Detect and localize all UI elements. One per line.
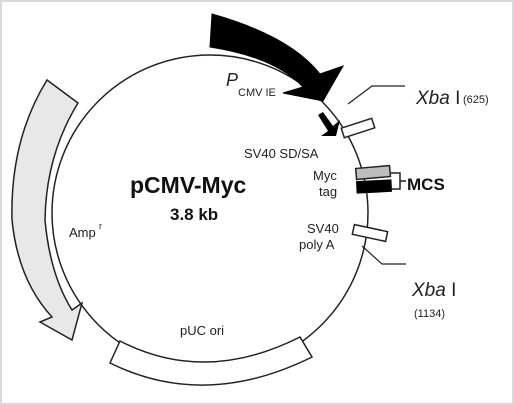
puc-ori-label: pUC ori	[180, 323, 224, 338]
xba-625-label-italic: Xba	[415, 88, 450, 109]
puc-ori-segment	[109, 336, 314, 386]
sv40-sdsa-marker	[318, 112, 340, 136]
xba-625-leader	[347, 85, 405, 105]
sv40-polya-label-line1: SV40	[307, 221, 339, 236]
sv40-polya-label-line2: poly A	[299, 237, 335, 252]
xba-625-label: Xba I	[415, 88, 460, 109]
xba-625-position: (625)	[463, 94, 489, 106]
xba-1134-label-roman: I	[446, 280, 457, 301]
ampr-arrow	[11, 78, 84, 342]
xba-1134-leader	[361, 245, 406, 265]
xba-1134-position: (1134)	[414, 308, 445, 320]
myc-tag-label-line1: Myc	[313, 168, 337, 183]
mcs-label: MCS	[407, 175, 445, 194]
xba-625-label-roman: I	[450, 88, 461, 109]
sv40-sdsa-label: SV40 SD/SA	[244, 146, 319, 161]
ampr-label-superscript: r	[99, 221, 102, 231]
sv40-polya-box	[351, 223, 389, 243]
xba-1134-label: Xba I	[411, 280, 456, 301]
plasmid-size: 3.8 kb	[170, 205, 218, 224]
mcs-box	[355, 179, 393, 194]
myc-tag-label-line2: tag	[319, 184, 337, 199]
xba-1134-label-italic: Xba	[411, 280, 446, 301]
plasmid-name: pCMV-Myc	[130, 172, 247, 198]
promoter-label-subscript: CMV IE	[238, 87, 276, 99]
ampr-label-base: Amp	[69, 225, 96, 240]
cmv-promoter-arrow	[209, 13, 345, 102]
xba-site-625-box	[340, 117, 376, 139]
promoter-label-p: P	[226, 70, 238, 90]
myc-tag-box	[354, 164, 392, 181]
